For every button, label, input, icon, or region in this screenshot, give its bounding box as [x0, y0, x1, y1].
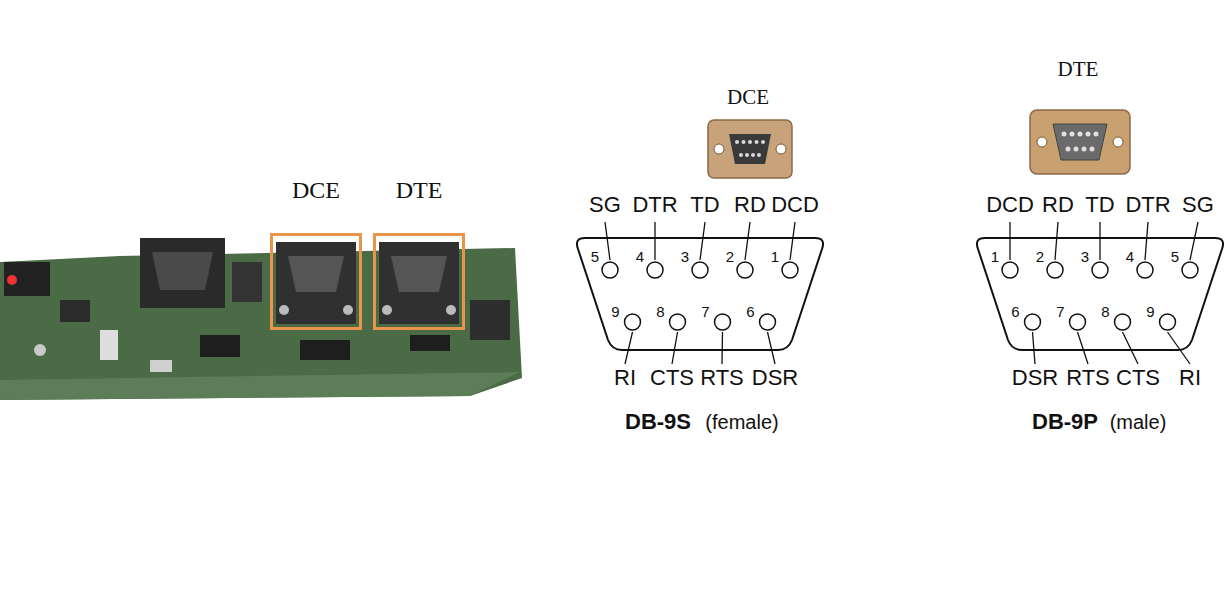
pin-number: 7	[1056, 304, 1064, 321]
connector-name: DB-9P	[1032, 410, 1098, 434]
male-connector-photo	[1030, 110, 1130, 174]
pin-number: 8	[1101, 304, 1109, 321]
pin-circle	[760, 314, 776, 330]
leader-line	[1145, 222, 1148, 260]
pcb-photo	[0, 238, 522, 400]
pin-number: 9	[611, 304, 619, 321]
signal-name: RI	[1179, 366, 1201, 390]
pin-circle	[1115, 314, 1131, 330]
pin-circle	[692, 262, 708, 278]
pin-circle	[1137, 262, 1153, 278]
leader-line	[1078, 332, 1089, 364]
connector-outline	[577, 238, 823, 350]
highlight-border	[373, 233, 465, 330]
signal-name: RTS	[1066, 366, 1110, 390]
pin-circle	[602, 262, 618, 278]
pin-circle	[1160, 314, 1176, 330]
pin-circle	[1025, 314, 1041, 330]
leader-line	[654, 222, 655, 260]
signal-name: CTS	[1116, 366, 1160, 390]
pin-circle	[1070, 314, 1086, 330]
pin-number: 3	[681, 249, 689, 266]
highlight-border	[270, 233, 362, 330]
leader-line	[768, 332, 776, 364]
pin-circle	[625, 314, 641, 330]
leader-line	[1168, 332, 1191, 364]
signal-name: DSR	[1012, 366, 1058, 390]
port-label: DCE	[270, 172, 362, 208]
leader-line	[625, 332, 633, 364]
pin-number: 4	[636, 249, 644, 266]
pin-number: 6	[1011, 304, 1019, 321]
leader-line	[1123, 332, 1139, 364]
signal-name: DCD	[771, 193, 819, 217]
pin-number: 1	[771, 249, 779, 266]
pin-number: 2	[726, 249, 734, 266]
leader-line	[1190, 222, 1198, 260]
leader-line	[790, 222, 795, 260]
leader-line	[1033, 332, 1036, 364]
leader-line	[1009, 222, 1010, 260]
pin-number: 5	[1171, 249, 1179, 266]
signal-name: DCD	[986, 193, 1034, 217]
signal-name: DSR	[752, 366, 798, 390]
pinout-drawings	[577, 222, 1223, 364]
signal-name: CTS	[650, 366, 694, 390]
signal-name: DTR	[1125, 193, 1170, 217]
leader-line	[1055, 222, 1058, 260]
pin-circle	[1182, 262, 1198, 278]
pin-circle	[1002, 262, 1018, 278]
connector-gender: (female)	[705, 411, 778, 433]
pin-number: 2	[1036, 249, 1044, 266]
highlight-box: DTE	[373, 172, 465, 330]
pin-number: 7	[701, 304, 709, 321]
signal-name: RD	[1042, 193, 1074, 217]
pin-circle	[715, 314, 731, 330]
pin-circle	[1092, 262, 1108, 278]
port-label: DTE	[373, 172, 465, 208]
leader-line	[672, 332, 678, 364]
female-connector-photo	[708, 120, 792, 178]
leader-line	[1099, 222, 1100, 260]
highlight-box: DCE	[270, 172, 362, 330]
pin-number: 9	[1146, 304, 1154, 321]
pin-circle	[1047, 262, 1063, 278]
signal-name: SG	[1182, 193, 1214, 217]
signal-name: TD	[690, 193, 719, 217]
signal-name: TD	[1085, 193, 1114, 217]
signal-name: RI	[614, 366, 636, 390]
connector-name: DB-9S	[625, 410, 691, 434]
signal-name: DTR	[632, 193, 677, 217]
signal-name: SG	[589, 193, 621, 217]
pin-circle	[647, 262, 663, 278]
pin-number: 8	[656, 304, 664, 321]
leader-line	[745, 222, 750, 260]
pin-number: 6	[746, 304, 754, 321]
pin-number: 1	[991, 249, 999, 266]
signal-name: RD	[734, 193, 766, 217]
signal-name: RTS	[700, 366, 744, 390]
connector-gender: (male)	[1110, 411, 1167, 433]
view-label: DTE	[1058, 58, 1099, 81]
pin-circle	[782, 262, 798, 278]
pin-circle	[737, 262, 753, 278]
pin-number: 5	[591, 249, 599, 266]
pin-number: 3	[1081, 249, 1089, 266]
pin-circle	[670, 314, 686, 330]
leader-line	[700, 222, 705, 260]
pin-number: 4	[1126, 249, 1134, 266]
leader-line	[605, 222, 610, 260]
leader-line	[721, 332, 723, 364]
view-label: DCE	[727, 86, 769, 109]
